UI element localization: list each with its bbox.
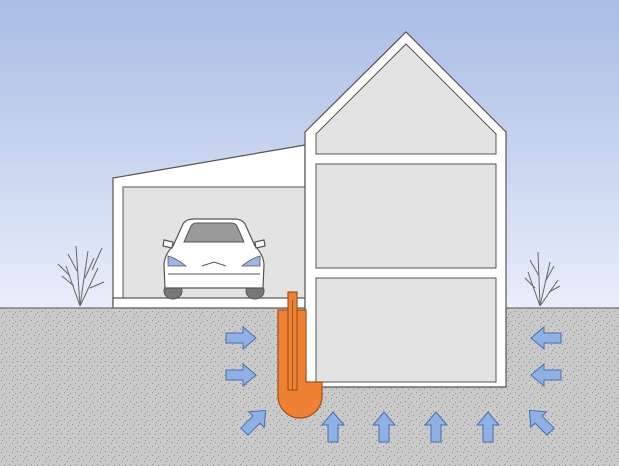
house-icon xyxy=(112,31,507,388)
arrow-icon xyxy=(528,409,555,436)
arrow-icon xyxy=(320,411,346,443)
arrow-icon xyxy=(371,411,397,443)
shrub-icon xyxy=(524,251,561,307)
arrow-icon xyxy=(530,362,562,388)
heat-pipe-icon xyxy=(277,291,323,419)
arrow-icon xyxy=(530,325,562,351)
car-icon xyxy=(162,218,266,300)
arrow-icon xyxy=(240,409,267,436)
upper-room xyxy=(315,163,497,269)
arrow-group xyxy=(225,325,562,443)
garage-slab xyxy=(112,297,306,309)
shrub-icon xyxy=(57,245,105,307)
basement-room xyxy=(315,277,497,383)
arrow-icon xyxy=(475,411,501,443)
arrow-icon xyxy=(423,411,449,443)
attic-room xyxy=(315,43,497,155)
arrow-icon xyxy=(225,362,257,388)
arrow-icon xyxy=(225,325,257,351)
